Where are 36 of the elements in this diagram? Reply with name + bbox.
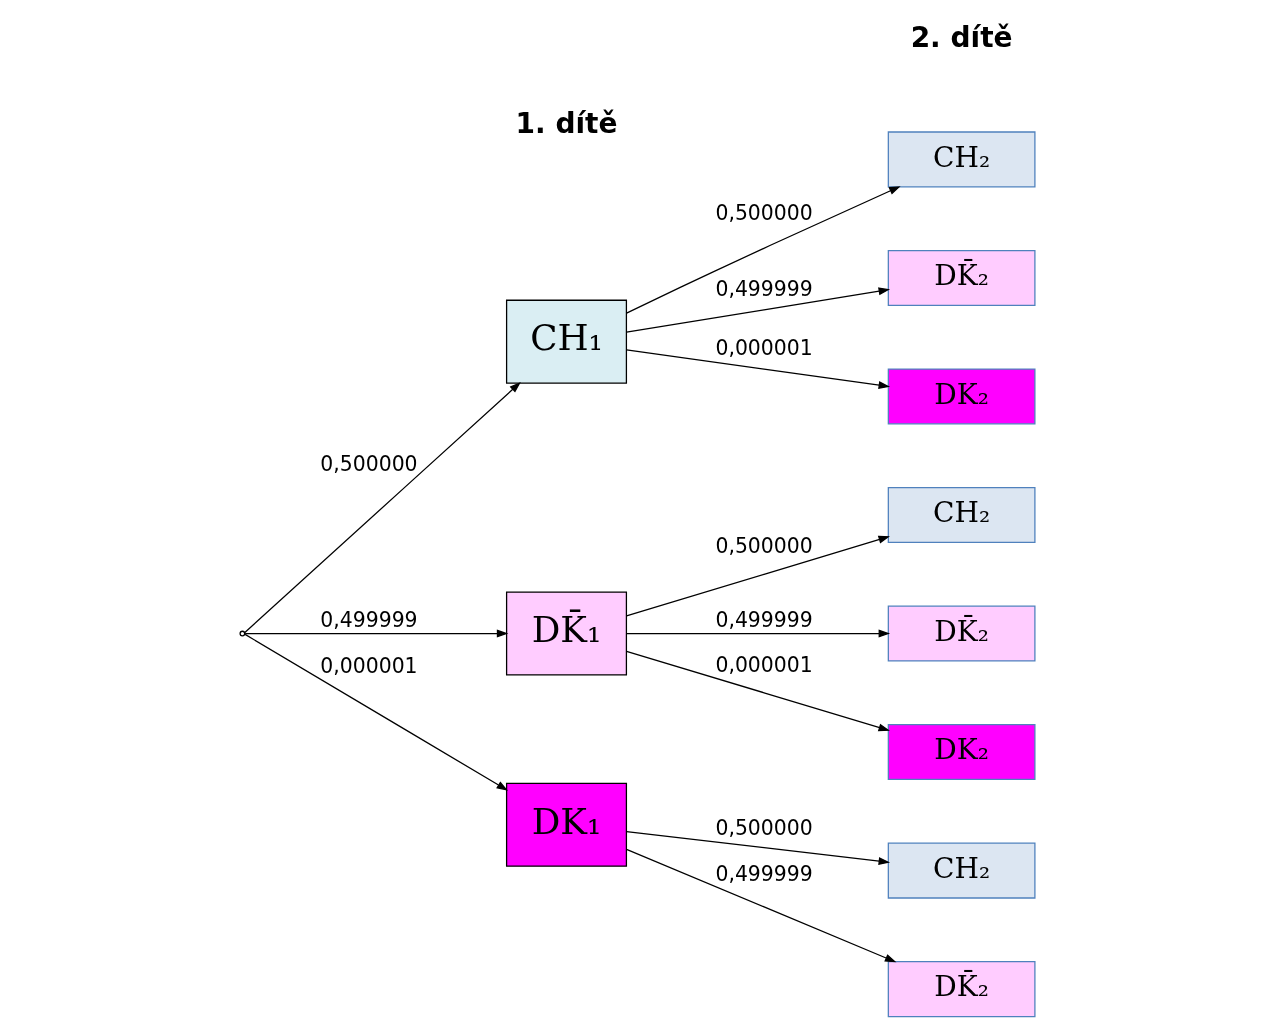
arrow [625, 650, 890, 732]
edge-label: 0,499999 [714, 607, 813, 632]
label: 2. dítě [910, 20, 1013, 54]
label: 1. dítě [515, 107, 617, 141]
edge-label: 0,000001 [714, 652, 813, 677]
node-box: CH₂ [887, 131, 1036, 188]
arrow [243, 381, 521, 634]
edge-label: 0,500000 [714, 815, 813, 840]
arrow [243, 629, 508, 638]
node-point [238, 630, 245, 637]
arrow [625, 349, 890, 390]
arrow [625, 830, 890, 866]
edge-label: 0,500000 [714, 201, 813, 226]
node-box: DK̄₂ [887, 605, 1036, 662]
node-box: DK̄₂ [887, 249, 1036, 306]
node-box: CH₂ [887, 842, 1036, 899]
edge-label: 0,500000 [714, 533, 813, 558]
node-box: CH₁ [505, 299, 627, 384]
edge-label: 0,000001 [319, 653, 418, 678]
node-box: DK₂ [887, 724, 1036, 781]
node-box: DK₂ [887, 368, 1036, 425]
arrow [625, 287, 890, 333]
node-box: DK₁ [505, 782, 627, 867]
arrow [243, 633, 508, 791]
arrow [625, 629, 890, 638]
node-box: DK̄₁ [505, 591, 627, 676]
edge-label: 0,499999 [319, 607, 418, 632]
edge-label: 0,499999 [714, 861, 813, 886]
arrow [625, 535, 890, 617]
edge-label: 0,500000 [319, 452, 418, 477]
node-box: CH₂ [887, 486, 1036, 544]
arrow [625, 186, 901, 314]
edge-label: 0,000001 [714, 336, 813, 361]
node-box: DK̄₂ [887, 961, 1036, 1018]
edge-label: 0,499999 [714, 276, 813, 301]
arrow [625, 848, 896, 963]
